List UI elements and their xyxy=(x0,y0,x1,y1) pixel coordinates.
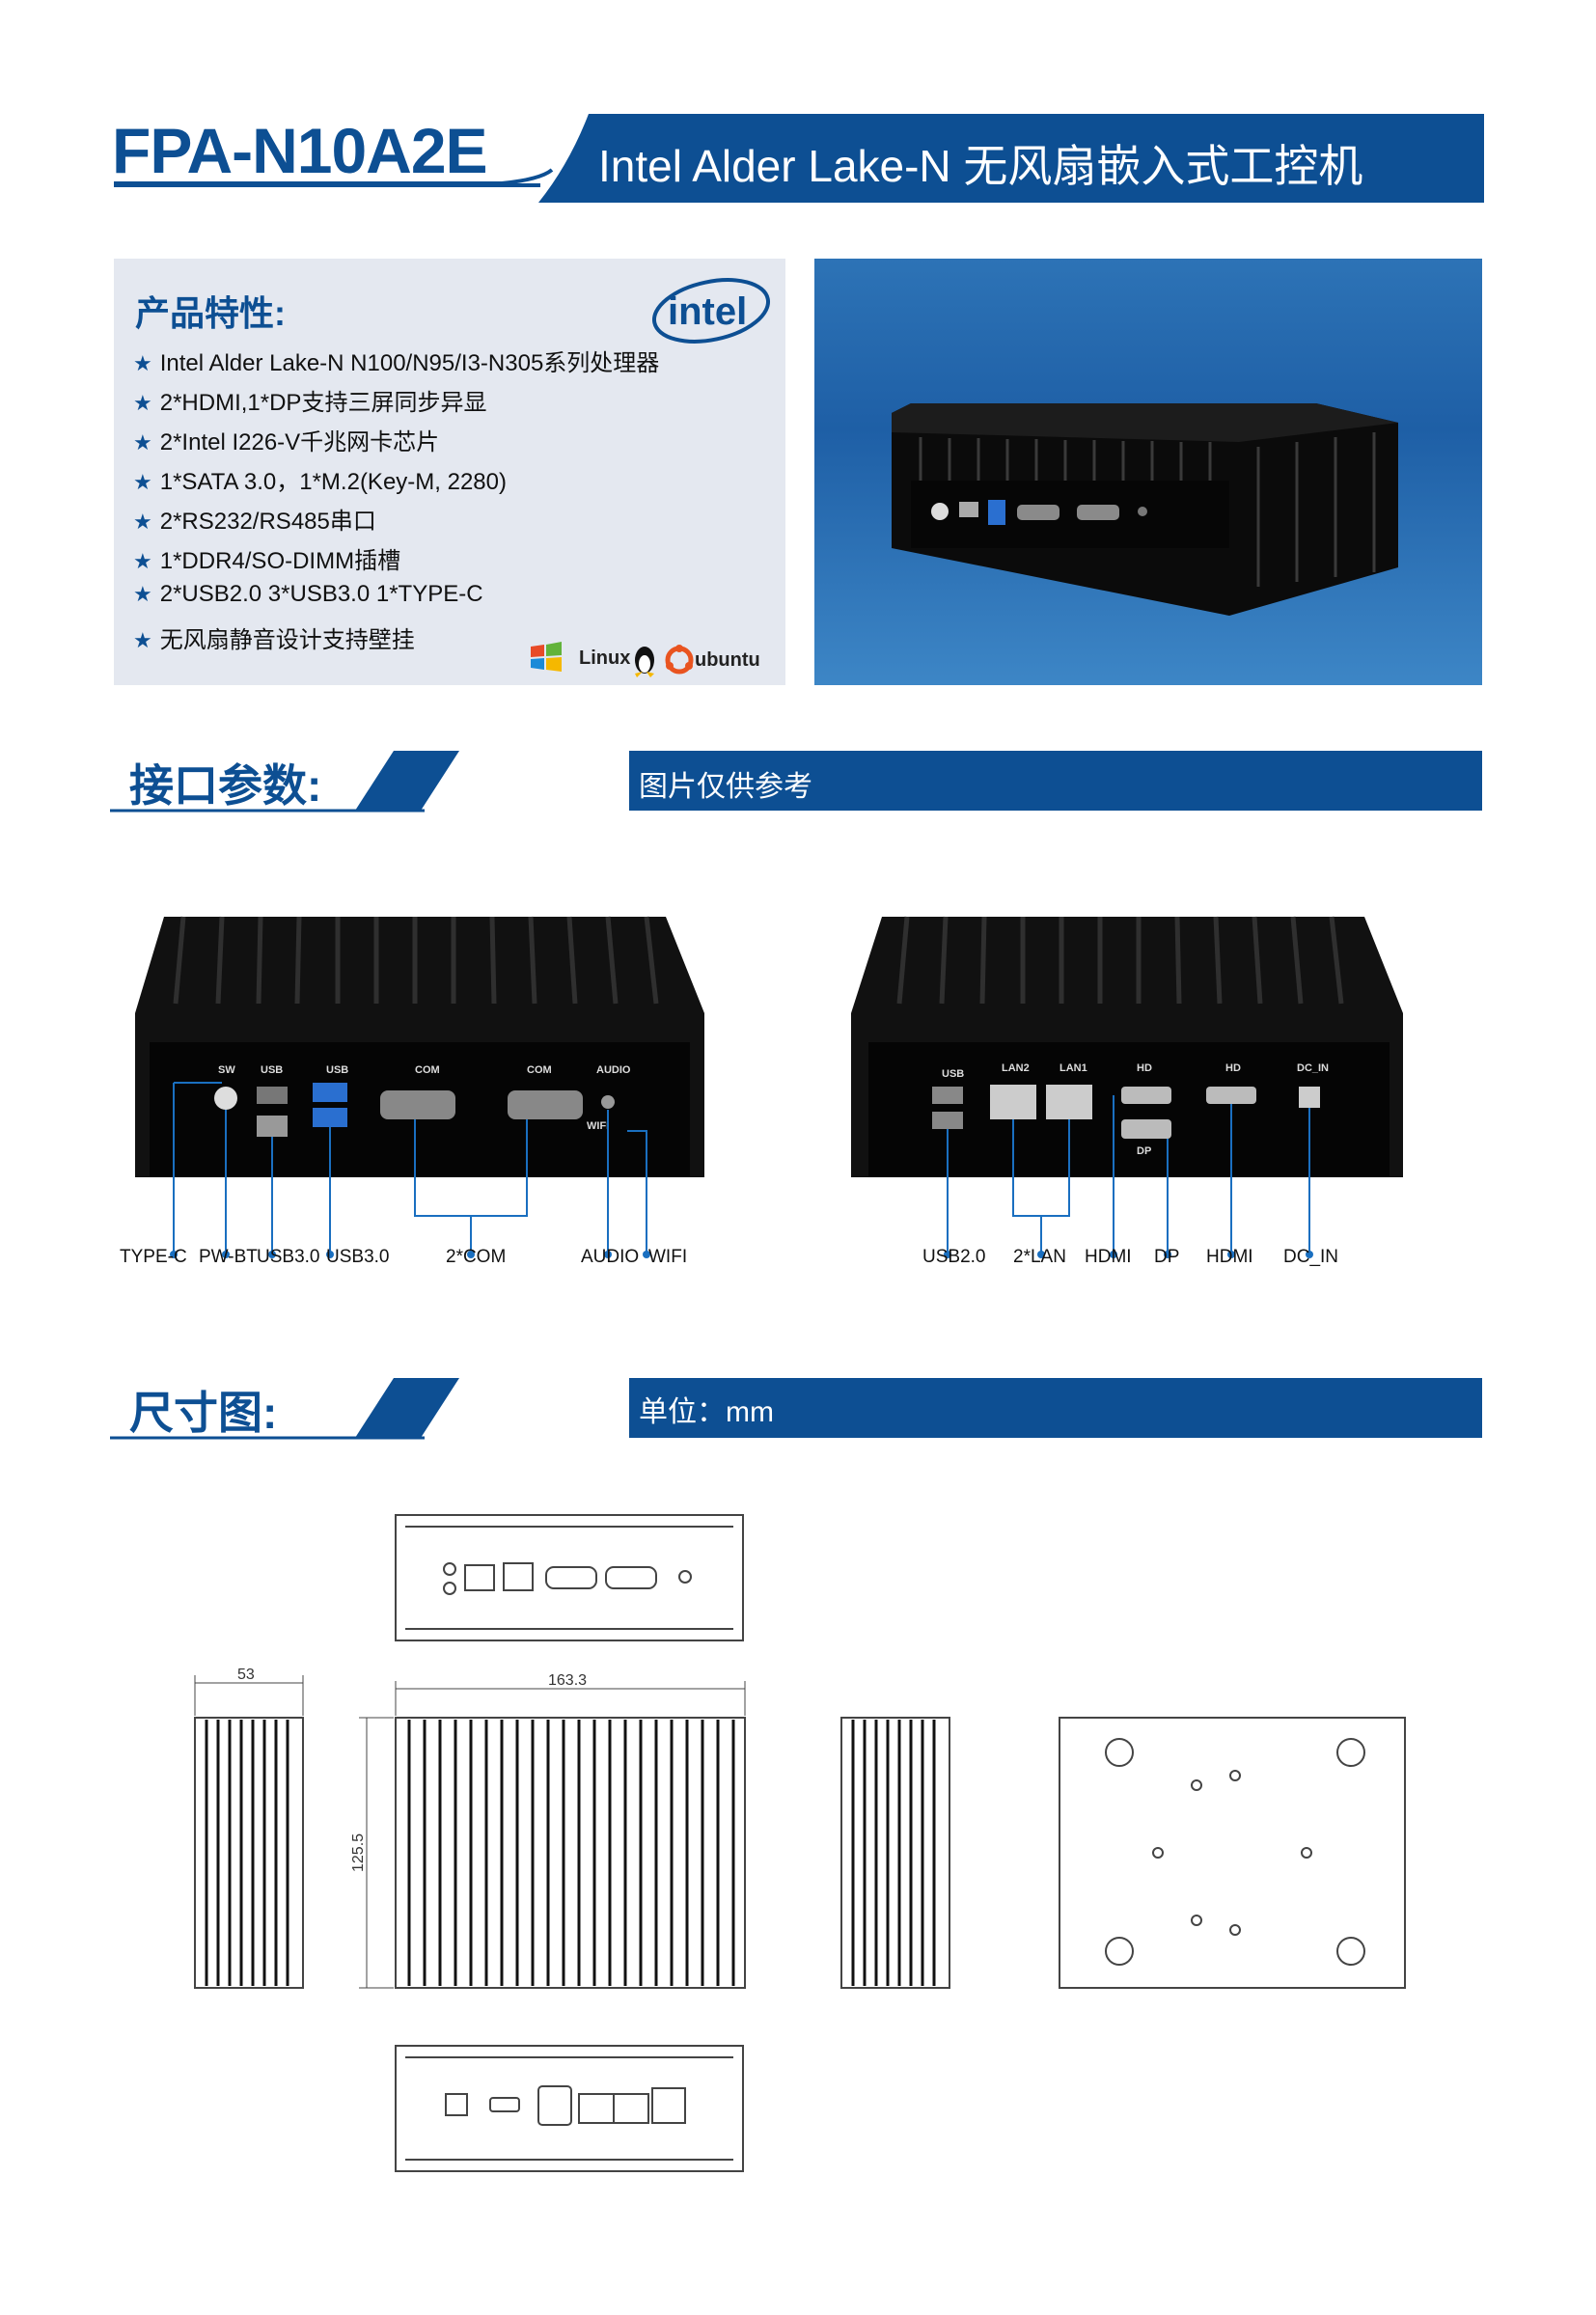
star-icon: ★ xyxy=(133,391,152,415)
panel-mark: USB xyxy=(942,1068,964,1080)
port-label: 2*LAN xyxy=(1013,1247,1066,1267)
panel-mark: AUDIO xyxy=(596,1064,631,1076)
windows-logo xyxy=(531,642,562,672)
rear-panel-view: USB LAN2 LAN1 HD HD DC_IN DP xyxy=(851,916,1403,1258)
interfaces-title: 接口参数: xyxy=(129,760,322,811)
star-icon: ★ xyxy=(133,549,152,573)
dim-length: 163.3 xyxy=(548,1672,587,1689)
panel-mark: HD xyxy=(1137,1062,1152,1074)
dimensions-unit: 单位：mm xyxy=(639,1396,774,1428)
port-label: DP xyxy=(1154,1247,1180,1267)
panel-mark: COM xyxy=(415,1064,440,1076)
product-model: FPA-N10A2E xyxy=(112,115,488,186)
feature-item: ★无风扇静音设计支持壁挂 xyxy=(133,627,415,653)
star-icon: ★ xyxy=(133,628,152,652)
port-label: 2*COM xyxy=(446,1247,507,1267)
star-icon: ★ xyxy=(133,351,152,375)
feature-item: ★1*SATA 3.0，1*M.2(Key-M, 2280) xyxy=(133,469,507,495)
port-label: USB3.0 xyxy=(326,1247,390,1267)
panel-mark: DP xyxy=(1137,1145,1151,1157)
features-panel xyxy=(114,259,785,685)
dimension-drawing: 53 163.3 125.5 xyxy=(194,1514,1406,2172)
port-label: USB2.0 xyxy=(922,1247,986,1267)
interfaces-note: 图片仅供参考 xyxy=(639,771,812,803)
panel-mark: HD xyxy=(1225,1062,1241,1074)
panel-mark: USB xyxy=(261,1064,283,1076)
panel-mark: USB xyxy=(326,1064,348,1076)
interfaces-note-bar xyxy=(629,751,1482,811)
feature-item: ★Intel Alder Lake-N N100/N95/I3-N305系列处理… xyxy=(133,350,660,376)
port-label: TYPE-C xyxy=(120,1247,187,1267)
dimensions-unit-bar xyxy=(629,1378,1482,1438)
linux-text: Linux xyxy=(579,648,630,669)
port-label: WIFI xyxy=(648,1247,688,1267)
dimensions-title: 尺寸图: xyxy=(129,1388,278,1438)
feature-item: ★2*HDMI,1*DP支持三屏同步异显 xyxy=(133,390,487,416)
panel-mark: SW xyxy=(218,1064,235,1076)
star-icon: ★ xyxy=(133,470,152,494)
intel-logo: intel xyxy=(651,278,771,344)
feature-item: ★2*USB2.0 3*USB3.0 1*TYPE-C xyxy=(133,581,483,607)
linux-penguin-logo xyxy=(635,647,654,677)
panel-mark: DC_IN xyxy=(1297,1062,1329,1074)
port-label: PW-BT xyxy=(199,1247,258,1267)
port-label: USB3.0 xyxy=(257,1247,320,1267)
feature-item: ★2*RS232/RS485串口 xyxy=(133,509,376,535)
panel-mark: LAN1 xyxy=(1059,1062,1087,1074)
dim-height: 125.5 xyxy=(350,1833,367,1872)
panel-mark: COM xyxy=(527,1064,552,1076)
panel-mark: LAN2 xyxy=(1002,1062,1030,1074)
front-panel-view: SW USB USB COM COM AUDIO WIFI xyxy=(135,916,704,1258)
star-icon: ★ xyxy=(133,582,152,606)
product-photo xyxy=(892,403,1398,616)
features-title: 产品特性: xyxy=(135,293,286,333)
header-banner xyxy=(114,114,1484,203)
section-divider xyxy=(110,751,459,813)
port-label: HDMI xyxy=(1206,1247,1253,1267)
section-divider xyxy=(110,1378,459,1440)
ubuntu-text: ubuntu xyxy=(695,649,760,671)
product-subtitle: Intel Alder Lake-N 无风扇嵌入式工控机 xyxy=(598,141,1363,191)
ubuntu-logo xyxy=(665,645,694,675)
dim-width: 53 xyxy=(237,1667,255,1683)
feature-item: ★2*Intel I226-V千兆网卡芯片 xyxy=(133,429,440,455)
os-logos: Linux ubuntu xyxy=(531,642,760,677)
feature-item: ★1*DDR4/SO-DIMM插槽 xyxy=(133,548,401,574)
panel-mark: WIFI xyxy=(587,1120,609,1132)
port-label: AUDIO xyxy=(581,1247,640,1267)
port-label: DC_IN xyxy=(1283,1247,1339,1267)
star-icon: ★ xyxy=(133,510,152,534)
port-label: HDMI xyxy=(1085,1247,1132,1267)
star-icon: ★ xyxy=(133,430,152,455)
intel-logo-text: intel xyxy=(668,290,747,333)
